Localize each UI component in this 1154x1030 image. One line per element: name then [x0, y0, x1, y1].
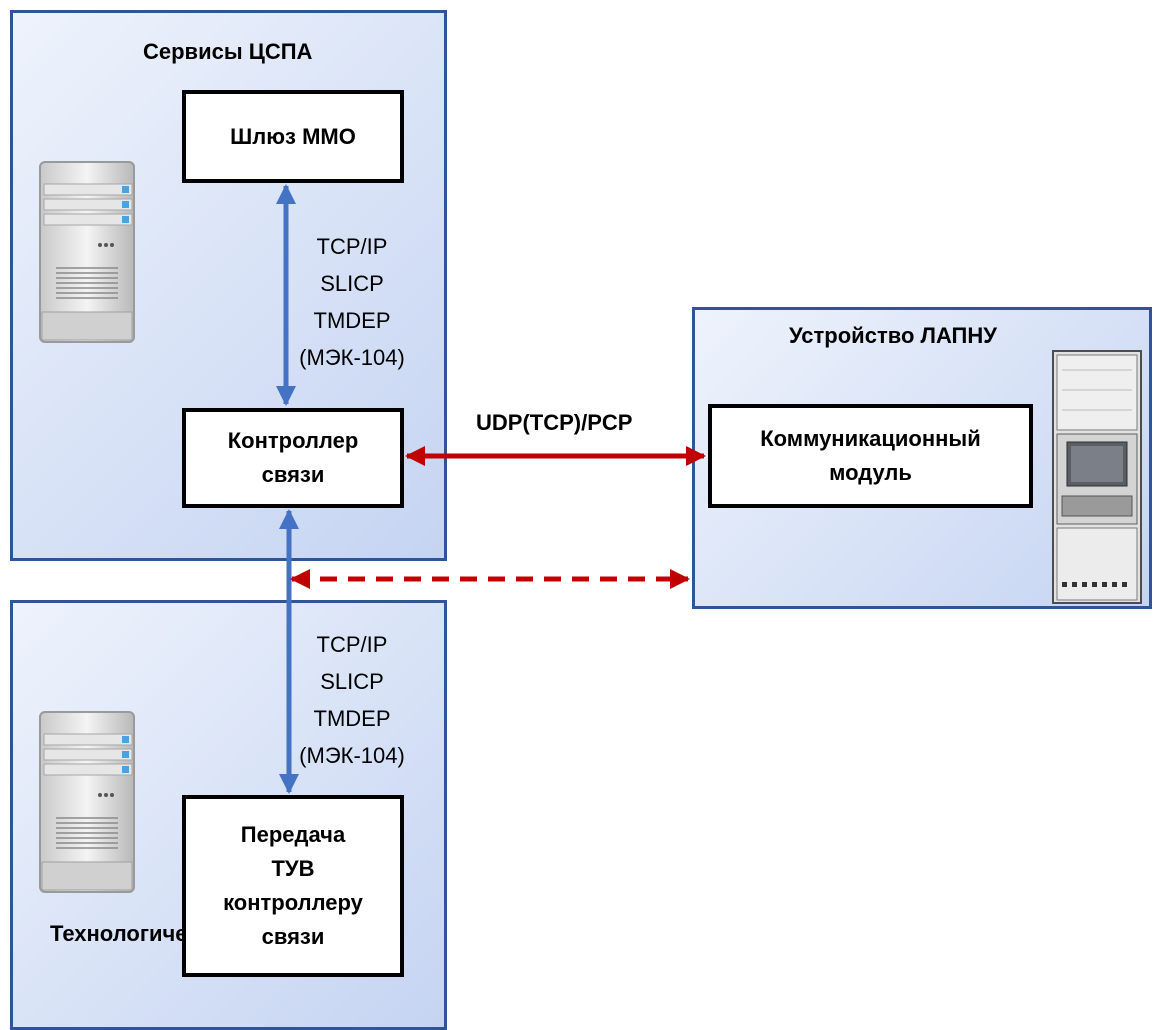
mmo-gateway-box: Шлюз ММО: [182, 90, 404, 183]
equipment-rack-icon: [1052, 350, 1142, 604]
server-tower-icon: [39, 161, 135, 343]
device-panel-title: Устройство ЛАПНУ: [789, 323, 997, 348]
comm-module-box: Коммуникационный модуль: [708, 404, 1033, 508]
server-tower-icon: [39, 711, 135, 893]
protocol-stack-lower: TCP/IP SLICP TMDEP (МЭК-104): [299, 632, 405, 768]
tuv-transfer-box: Передача ТУВ контроллеру связи: [182, 795, 404, 977]
comm-controller-box: Контроллер связи: [182, 408, 404, 508]
udp-pcp-label: UDP(TCP)/PCP: [476, 410, 633, 435]
services-panel-title: Сервисы ЦСПА: [143, 39, 313, 64]
protocol-stack-upper: TCP/IP SLICP TMDEP (МЭК-104): [299, 234, 405, 370]
